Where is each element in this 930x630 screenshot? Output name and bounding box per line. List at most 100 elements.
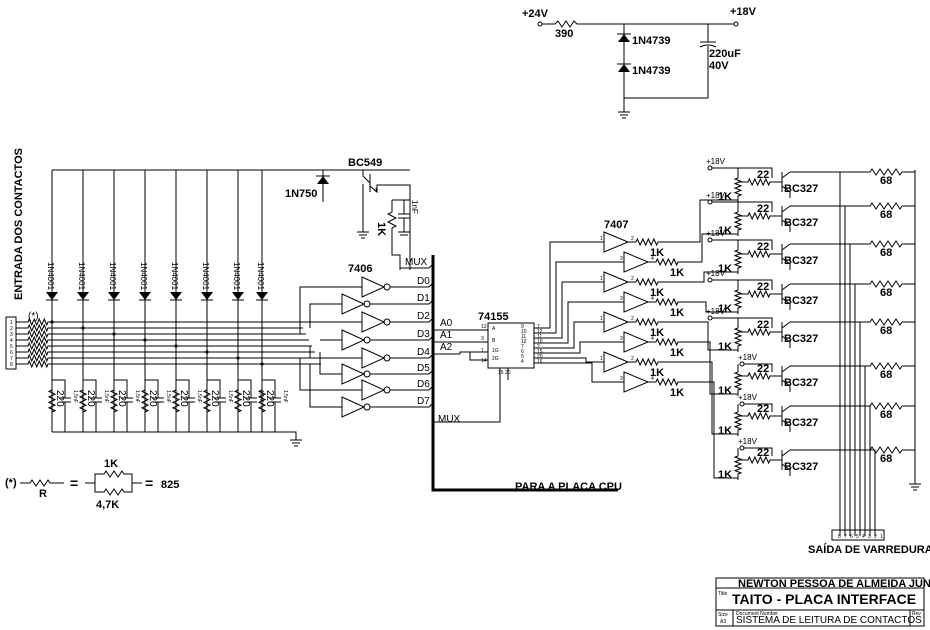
stage-22-label: 22 — [757, 169, 769, 181]
diode-1n4001-label: 1N4001 — [46, 262, 55, 291]
driver-1k-label: 1K — [650, 287, 664, 299]
decoder-output-pin: 4 — [521, 359, 524, 365]
stage-22-resistor — [738, 249, 782, 259]
input-connector-label: ENTRADA DOS CONTACTOS — [13, 148, 25, 300]
connector-pin-label: 1 — [10, 320, 13, 326]
resistor-390-label: 390 — [555, 28, 573, 40]
driver-1k-resistor — [628, 357, 738, 435]
filter-capacitor — [238, 379, 257, 432]
decoder-inner-label: 2G — [492, 356, 499, 362]
diode-1n4001-symbol — [201, 292, 213, 300]
stage-22-label: 22 — [757, 281, 769, 293]
buffer-input-wire — [309, 346, 362, 359]
diode-1n4001-label: 1N4001 — [232, 262, 241, 291]
junction-dot — [81, 326, 85, 330]
junction-dot — [205, 350, 209, 354]
buffer-input-wire — [309, 364, 342, 408]
buffer-output-label-d6: D6 — [417, 379, 430, 390]
stage-supply-wire — [712, 167, 773, 178]
supply-18v-terminal — [707, 315, 713, 321]
decoder-output-pin-number: 20 — [537, 354, 543, 360]
junction-dot — [236, 356, 240, 360]
scan-pin-label: 1 — [880, 534, 883, 540]
stage-supply-wire — [712, 279, 773, 290]
bc327-label: BC327 — [784, 183, 818, 195]
filter-capacitor — [176, 379, 195, 432]
stage-68-label: 68 — [880, 453, 892, 465]
decoder-output-pin-number: 10 — [537, 339, 543, 345]
buffer-input-wire — [299, 286, 362, 322]
cap-1-5nf-label: 1,5nF — [282, 390, 288, 403]
stage-1k-label: 1K — [718, 263, 732, 275]
note-result: 825 — [161, 479, 179, 491]
supply-18v-terminal — [707, 199, 713, 205]
bc327-label: BC327 — [784, 217, 818, 229]
diode-1n4001-symbol — [256, 292, 268, 300]
resistor-220-label: 220 — [178, 390, 189, 407]
scan-pin-label: 7 — [844, 534, 847, 540]
stage-22-resistor — [738, 327, 782, 337]
cap-1-5nf-label: 1,5nF — [103, 390, 109, 403]
driver-1k-resistor — [628, 199, 738, 247]
stage-22-label: 22 — [757, 203, 769, 215]
title-block: NEWTON PESSOA DE ALMEIDA JUNIOR Title TA… — [715, 577, 930, 627]
stage-supply-label: +18V — [738, 353, 758, 362]
driver-pin-label: 2 — [631, 276, 634, 282]
driver-pin-label: 1 — [600, 236, 603, 242]
diode-1n4001-symbol — [46, 292, 58, 300]
chip-7407-label: 7407 — [604, 219, 628, 231]
driver-input-wire — [534, 301, 624, 344]
junction-dot — [260, 362, 264, 366]
connector-pin-label: 4 — [10, 338, 13, 344]
decoder-pin-number: 13 — [481, 324, 487, 330]
driver-input-wire — [534, 357, 604, 363]
connector-pin-label: 6 — [10, 350, 13, 356]
stage-68-label: 68 — [880, 247, 892, 259]
stage-output-wire — [790, 243, 851, 536]
bc327-label: BC327 — [784, 461, 818, 473]
resistor-220-label: 220 — [54, 390, 65, 407]
stage-1k-label: 1K — [718, 225, 732, 237]
buffer-output-label-d5: D5 — [417, 363, 430, 374]
stage-supply-label: +18V — [738, 393, 758, 402]
supply-18v-label: +18V — [730, 6, 757, 18]
stage-1k-resistor — [733, 318, 743, 352]
stage-68-resistor — [860, 318, 915, 326]
driver-input-wire — [534, 281, 604, 339]
stage-22-label: 22 — [757, 403, 769, 415]
scan-pin-label: 2 — [874, 534, 877, 540]
mux-bottom-label: MUX — [438, 414, 461, 425]
driver-input-wire — [534, 261, 624, 334]
buffer-output-label-mux: MUX — [405, 257, 428, 268]
note-r-label: R — [39, 488, 47, 500]
stage-68-resistor — [855, 280, 915, 288]
driver-1k-label: 1K — [670, 347, 684, 359]
junction-dot — [112, 332, 116, 336]
resistor-220-label: 220 — [147, 390, 158, 407]
cap-1-5nf-label: 1,5nF — [72, 390, 78, 403]
decoder-output-pin-number: 12 — [537, 329, 543, 335]
stage-68-label: 68 — [880, 209, 892, 221]
connector-pin-label: 5 — [10, 344, 13, 350]
driver-1k-label: 1K — [650, 367, 664, 379]
supply-18v-terminal — [707, 277, 713, 283]
scan-pin-label: 5 — [856, 534, 859, 540]
driver-1k-label: 1K — [650, 247, 664, 259]
stage-supply-wire — [712, 239, 773, 250]
supply-18v-terminal — [739, 401, 745, 407]
driver-pin-label: 4 — [651, 256, 654, 262]
title-block-author: NEWTON PESSOA DE ALMEIDA JUNIOR — [738, 578, 930, 590]
stage-22-label: 22 — [757, 363, 769, 375]
diode-1n4001-label: 1N4001 — [108, 262, 117, 291]
buffer-7406-gate — [361, 311, 386, 333]
supply-18v-terminal — [707, 165, 713, 171]
driver-pin-label: 4 — [651, 296, 654, 302]
driver-pin-label: 1 — [600, 356, 603, 362]
driver-pin-label: 3 — [620, 256, 623, 262]
asterisk-marker: (*) — [28, 311, 39, 322]
input-connector — [5, 316, 17, 370]
stage-1k-resistor — [733, 404, 743, 436]
stage-68-resistor — [869, 446, 915, 454]
